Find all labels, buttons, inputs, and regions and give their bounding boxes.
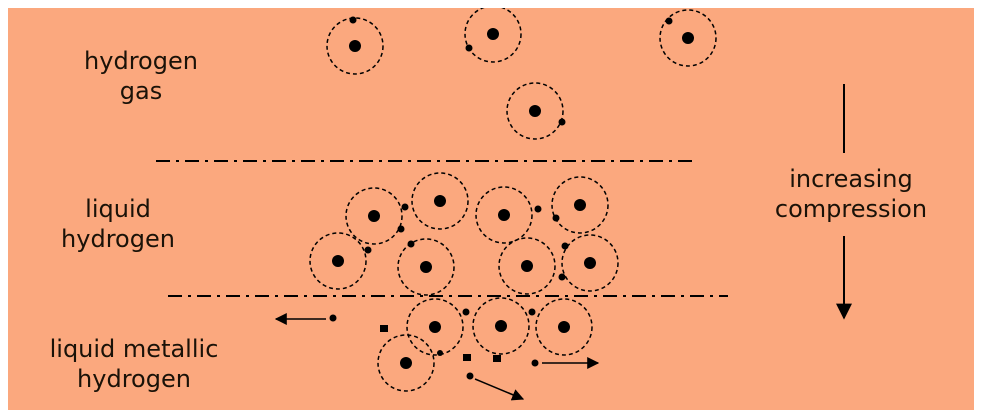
atom-metallic-3 xyxy=(535,298,593,356)
atom-gas-2 xyxy=(464,8,522,63)
proton-icon xyxy=(420,261,432,273)
proton-icon xyxy=(529,105,541,117)
atom-metallic-2 xyxy=(472,297,530,355)
label-line: hydrogen xyxy=(61,225,175,253)
proton-icon xyxy=(558,321,570,333)
atom-metallic-4 xyxy=(377,334,435,392)
label-liquid-hydrogen: liquid hydrogen xyxy=(38,194,198,254)
proton-icon xyxy=(349,40,361,52)
electron-icon xyxy=(397,225,405,233)
free-electron-icon xyxy=(463,354,471,361)
moving-electron-right xyxy=(531,357,600,369)
electron-icon xyxy=(534,205,542,213)
electron-icon xyxy=(558,118,566,126)
proton-icon xyxy=(584,257,596,269)
atom-metallic-1 xyxy=(406,298,464,356)
proton-icon xyxy=(332,255,344,267)
label-line: gas xyxy=(119,77,163,105)
free-electron-icon xyxy=(462,308,470,316)
proton-icon xyxy=(400,357,412,369)
free-electron-icon xyxy=(531,359,539,367)
hydrogen-phases-diagram xyxy=(156,8,852,401)
proton-icon xyxy=(495,320,507,332)
label-line: liquid xyxy=(85,195,151,223)
proton-icon xyxy=(487,28,499,40)
proton-icon xyxy=(682,32,694,44)
free-electron-icon xyxy=(493,355,501,362)
label-line: compression xyxy=(774,195,928,223)
label-liquid-metallic-hydrogen: liquid metallic hydrogen xyxy=(14,334,254,394)
proton-icon xyxy=(574,199,586,211)
proton-icon xyxy=(429,321,441,333)
electron-icon xyxy=(558,273,566,281)
electron-icon xyxy=(364,246,372,254)
atom-liquid-2 xyxy=(397,172,469,233)
atom-liquid-5 xyxy=(309,232,372,290)
electron-icon xyxy=(407,240,415,248)
atom-liquid-8 xyxy=(561,234,619,292)
atom-liquid-6 xyxy=(397,238,455,296)
arrow-icon xyxy=(474,378,525,401)
electron-icon xyxy=(349,16,357,24)
electron-icon xyxy=(665,17,673,25)
free-electron-icon xyxy=(329,314,337,322)
label-increasing-compression: increasing compression xyxy=(736,164,966,224)
free-electron-icon xyxy=(380,325,388,332)
free-electron-icon xyxy=(528,308,536,316)
proton-icon xyxy=(498,209,510,221)
free-electron-icon xyxy=(437,350,443,356)
proton-icon xyxy=(434,195,446,207)
moving-electron-left xyxy=(274,313,337,325)
electron-icon xyxy=(552,214,560,222)
moving-electron-down xyxy=(466,372,525,401)
atom-liquid-7 xyxy=(498,237,566,295)
electron-icon xyxy=(561,242,569,250)
proton-icon xyxy=(521,260,533,272)
free-electron-icon xyxy=(466,372,474,380)
atom-gas-4 xyxy=(506,82,566,140)
proton-icon xyxy=(368,210,380,222)
label-line: increasing xyxy=(789,165,913,193)
free-electrons xyxy=(380,308,536,362)
atom-liquid-4 xyxy=(551,176,609,234)
atom-liquid-1 xyxy=(345,187,409,245)
diagram-canvas: hydrogen gas liquid hydrogen liquid meta… xyxy=(8,8,974,410)
atom-liquid-3 xyxy=(475,186,542,244)
electron-icon xyxy=(465,44,473,52)
atom-gas-3 xyxy=(659,9,717,67)
label-line: hydrogen xyxy=(77,365,191,393)
atom-gas-1 xyxy=(326,16,384,75)
electron-icon xyxy=(401,203,409,211)
label-hydrogen-gas: hydrogen gas xyxy=(66,46,216,106)
label-line: liquid metallic xyxy=(49,335,219,363)
label-line: hydrogen xyxy=(84,47,198,75)
